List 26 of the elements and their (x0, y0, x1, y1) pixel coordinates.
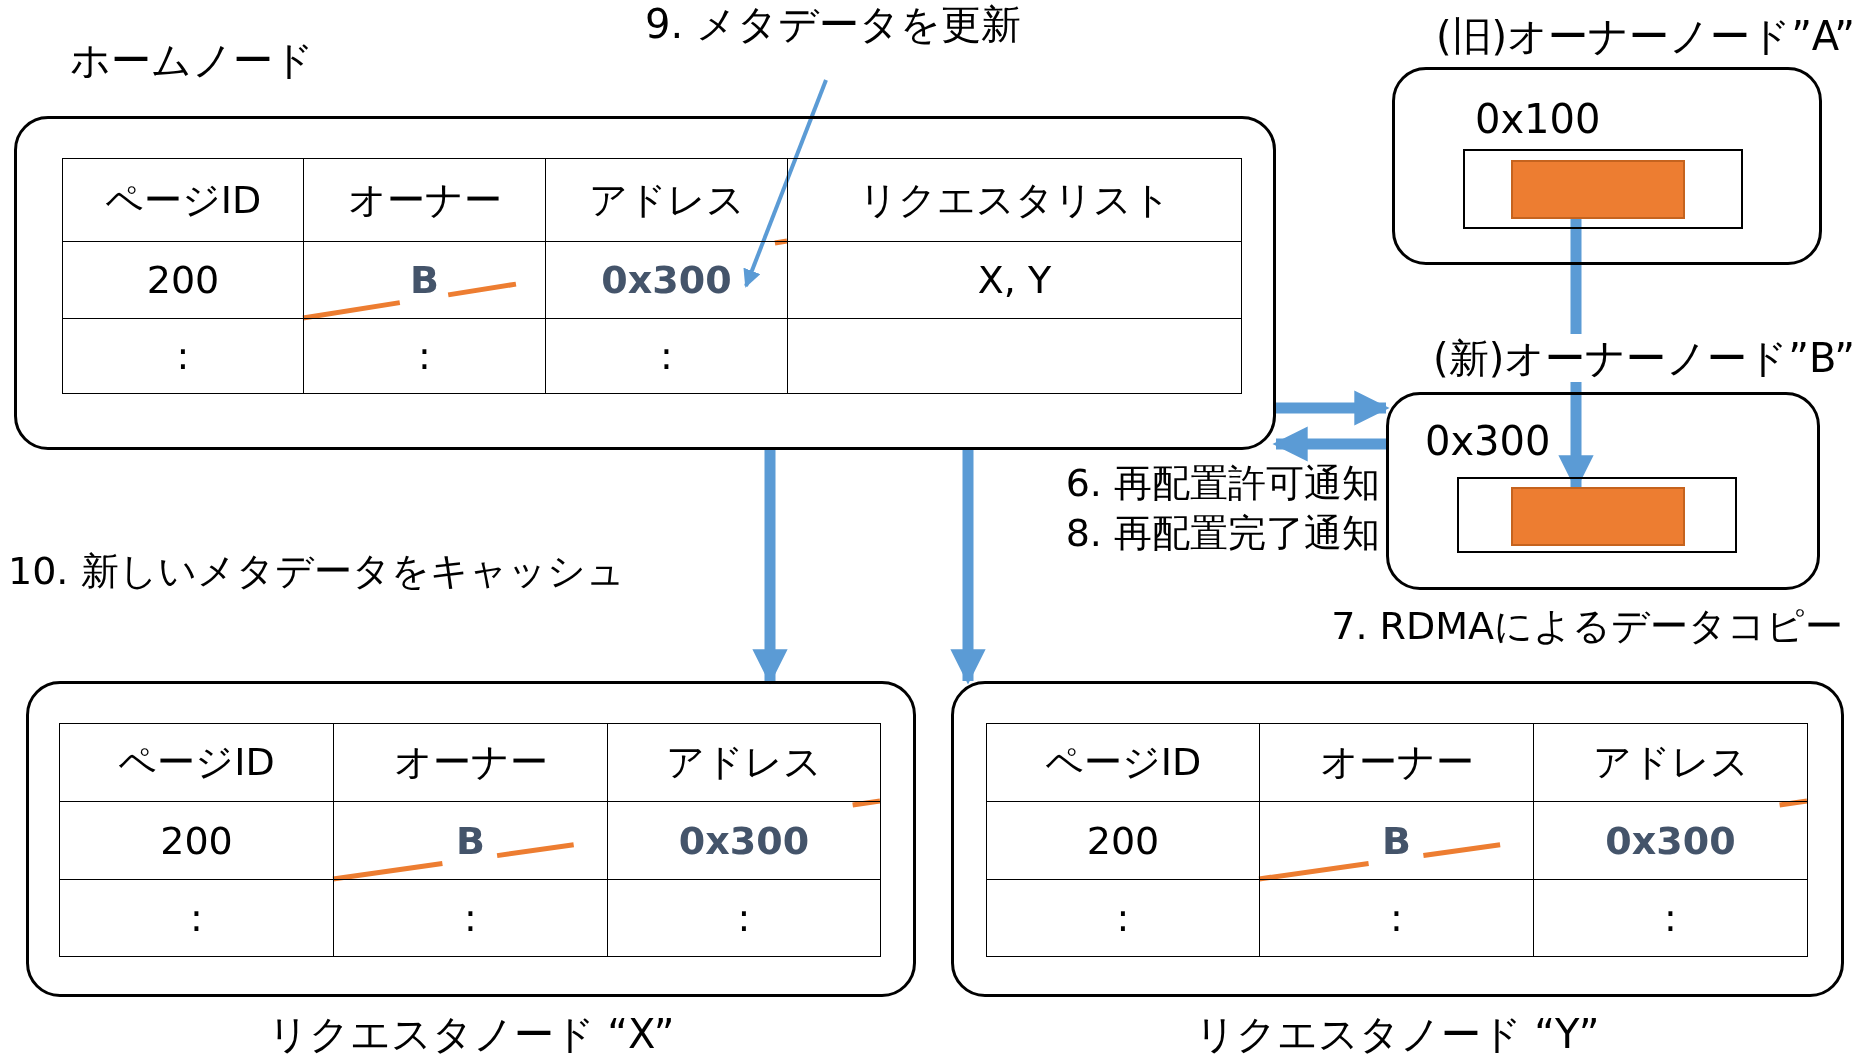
table-cell: ページID (986, 723, 1260, 802)
table-cell: : (59, 879, 334, 957)
node-title: (新)オーナーノード”B” (1433, 334, 1855, 382)
step-label: 9. メタデータを更新 (645, 0, 1021, 48)
node-title: (旧)オーナーノード”A” (1435, 12, 1855, 60)
table-cell: : (1533, 879, 1808, 957)
arrow (950, 450, 986, 685)
table-cell: ページID (62, 158, 304, 242)
node-title: リクエスタノード “Y” (1194, 1010, 1600, 1058)
arrow (743, 79, 828, 288)
node-title: ホームノード (70, 36, 314, 84)
edge-label: 10. 新しいメタデータをキャッシュ (8, 548, 625, 594)
table-cell: : (986, 879, 1260, 957)
edge-label: 6. 再配置許可通知 (1065, 460, 1380, 506)
address-label: 0x100 (1475, 95, 1601, 143)
edge-label: 7. RDMAによるデータコピー (1331, 603, 1843, 649)
address-label: 0x300 (1425, 417, 1551, 465)
table-cell: : (62, 318, 304, 394)
table-cell: アドレス (1533, 723, 1808, 802)
arrow (1276, 390, 1390, 426)
table-cell: ページID (59, 723, 334, 802)
edge-label: 8. 再配置完了通知 (1065, 510, 1380, 556)
table-cell: リクエスタリスト (787, 158, 1242, 242)
table-cell: アドレス (607, 723, 881, 802)
table-cell: : (607, 879, 881, 957)
node-title: リクエスタノード “X” (267, 1010, 675, 1058)
